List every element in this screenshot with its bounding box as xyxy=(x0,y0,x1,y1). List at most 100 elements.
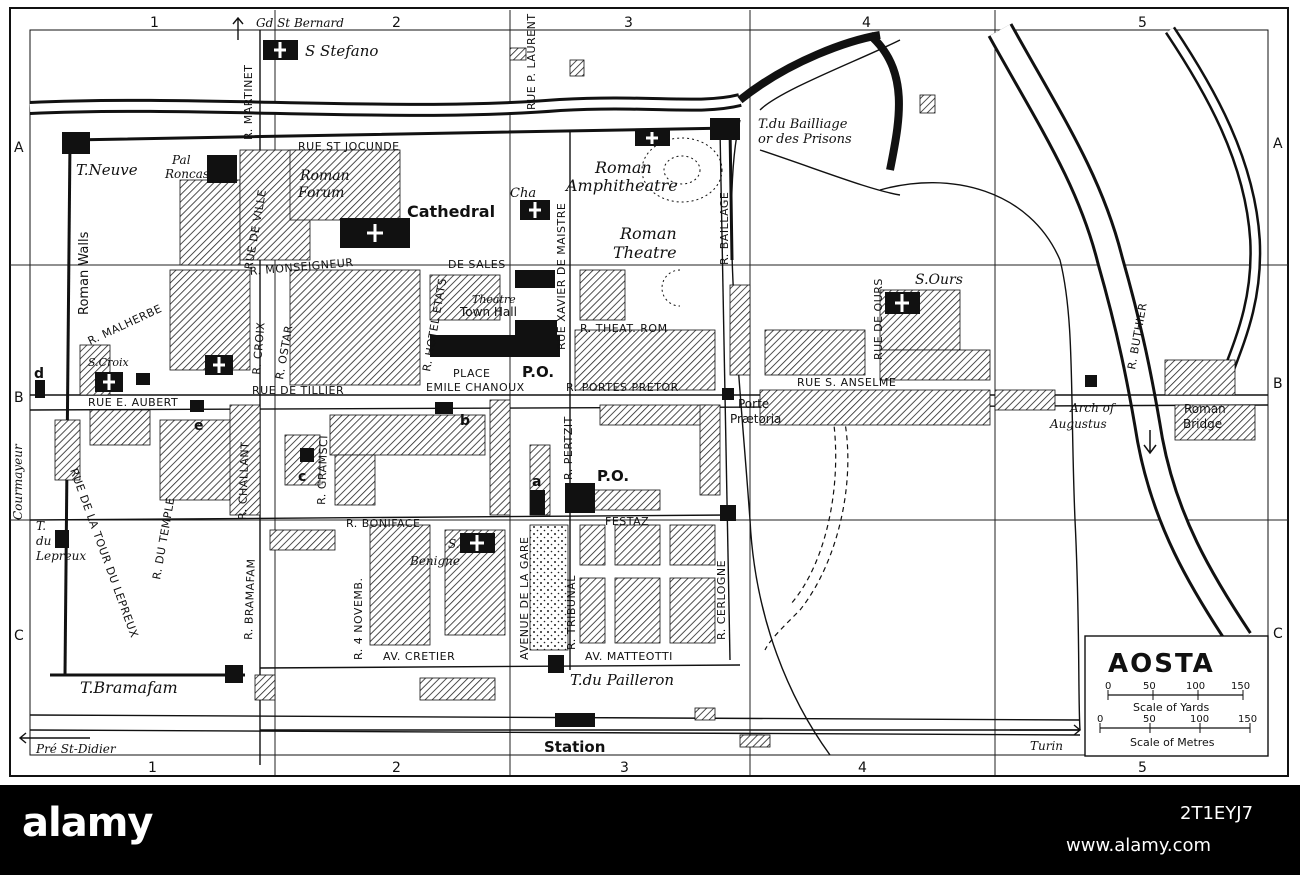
credit-site: www.alamy.com xyxy=(1066,835,1212,856)
yard-tick-150: 150 xyxy=(1231,681,1250,692)
label-pretoria: Prætoria xyxy=(730,412,781,426)
label-s-benigne-2: Benigne xyxy=(409,554,460,568)
label-roman-theatre-2: Theatre xyxy=(613,243,677,262)
street-r-gramsci: R. GRAMSCI xyxy=(315,435,330,505)
street-r-martinet: R. MARTINET xyxy=(242,65,255,140)
label-t-lepreux-3: Lepreux xyxy=(35,549,86,563)
aosta-map: 1 2 3 4 5 1 2 3 4 5 A B C A B C S Stefan… xyxy=(9,7,1289,777)
label-s-croix: S.Croix xyxy=(88,356,129,369)
watermark-bar xyxy=(0,785,1300,875)
street-avenue-de-la-gare: AVENUE DE LA GARE xyxy=(518,537,531,660)
river-buthier xyxy=(987,23,1262,648)
label-turin: Turin xyxy=(1030,739,1063,753)
label-t-bailliage-1: T.du Bailliage xyxy=(758,117,848,132)
arrow-west xyxy=(18,732,90,744)
amphitheatre-inner xyxy=(663,155,701,185)
metre-tick-0: 0 xyxy=(1097,714,1103,725)
col-label-4: 4 xyxy=(862,15,871,31)
street-festaz: FESTAZ xyxy=(605,515,649,528)
street-rue-st-jocunde: RUE ST JOCUNDE xyxy=(298,140,400,153)
street-rue-de-tillier: RUE DE TILLIER xyxy=(252,384,344,397)
yard-tick-50: 50 xyxy=(1143,681,1156,692)
street-r-bramafam: R. BRAMAFAM xyxy=(242,558,258,640)
label-cathedral: Cathedral xyxy=(407,202,495,221)
row-label-a-right: A xyxy=(1273,136,1283,152)
label-c: c xyxy=(298,469,306,485)
label-roman-walls: Roman Walls xyxy=(77,231,92,315)
label-roman-forum-2: Forum xyxy=(297,185,344,201)
image-id: 2T1EYJ7 xyxy=(1180,803,1254,824)
amphitheatre-outline xyxy=(641,137,723,203)
street-r-challant: R. CHALLANT xyxy=(236,441,252,520)
river-north xyxy=(29,31,903,171)
label-t-pailleron: T.du Pailleron xyxy=(570,671,674,689)
street-rue-p-laurent: RUE P. LAURENT xyxy=(525,13,538,110)
public-garden xyxy=(529,524,569,651)
label-roman-bridge-2: Bridge xyxy=(1183,417,1222,431)
street-emile-chanoux: EMILE CHANOUX xyxy=(426,381,525,394)
label-po-1: P.O. xyxy=(522,363,554,381)
street-r-cerlogne: R. CERLOGNE xyxy=(715,560,728,640)
label-roman-bridge-1: Roman xyxy=(1184,402,1226,416)
label-t-lepreux-2: du xyxy=(36,534,51,548)
label-roncas: Roncas xyxy=(164,167,209,181)
street-r-croix: R. CROIX xyxy=(250,321,268,375)
label-gd-st-bernard: Gd St Bernard xyxy=(256,16,344,30)
street-rue-xavier-de-maistre: RUE XAVIER DE MAISTRE xyxy=(555,203,568,350)
col-label-5-bottom: 5 xyxy=(1138,760,1147,776)
church-markers xyxy=(95,40,920,553)
street-rue-s-anselme: RUE S. ANSELME xyxy=(797,376,896,389)
street-rue-e-aubert: RUE E. AUBERT xyxy=(88,396,178,409)
row-label-c-left: C xyxy=(14,628,24,644)
label-d: d xyxy=(34,366,44,382)
street-r-pertzit: R. PERTZIT xyxy=(562,416,575,480)
building-blocks xyxy=(54,47,1256,748)
street-r-tribunal: R. TRIBUNAL xyxy=(565,575,578,650)
label-po-2: P.O. xyxy=(597,467,629,485)
row-label-b-right: B xyxy=(1273,376,1283,392)
label-b: b xyxy=(460,413,470,429)
label-town-hall: Town Hall xyxy=(459,305,517,319)
scale-yards-label: Scale of Yards xyxy=(1133,701,1209,714)
arrow-north xyxy=(232,16,244,40)
label-augustus: Augustus xyxy=(1049,417,1107,431)
street-r-boniface: R. BONIFACE xyxy=(346,517,421,530)
label-station: Station xyxy=(544,738,605,756)
label-courmayeur: Courmayeur xyxy=(11,443,25,520)
street-r-baillage: R. BAILLAGE xyxy=(718,192,731,265)
metre-tick-100: 100 xyxy=(1190,714,1209,725)
col-label-4-bottom: 4 xyxy=(858,760,867,776)
col-label-2: 2 xyxy=(392,15,401,31)
label-s-stefano: S Stefano xyxy=(305,42,378,60)
street-av-cretier: AV. CRETIER xyxy=(383,650,455,663)
col-label-1: 1 xyxy=(150,15,159,31)
street-r-theat-rom: R. THEAT. ROM xyxy=(580,322,668,335)
yard-tick-100: 100 xyxy=(1186,681,1205,692)
street-place: PLACE xyxy=(453,367,490,380)
label-theatre: Theatre xyxy=(472,293,516,306)
row-label-c-right: C xyxy=(1273,626,1283,642)
label-t-bramafam: T.Bramafam xyxy=(80,678,178,697)
col-label-3: 3 xyxy=(624,15,633,31)
label-arch-of: Arch of xyxy=(1069,401,1117,415)
landmark-labels: S Stefano Gd St Bernard T.Neuve Pal Ronc… xyxy=(11,16,1226,756)
map-inner-border xyxy=(29,29,1269,756)
scale-metres-label: Scale of Metres xyxy=(1130,736,1215,749)
map-canvas: 1 2 3 4 5 1 2 3 4 5 A B C A B C S Stefan… xyxy=(9,7,1289,777)
metre-tick-50: 50 xyxy=(1143,714,1156,725)
label-porte: Porte xyxy=(738,397,769,411)
label-s-ours: S.Ours xyxy=(915,272,963,288)
col-label-2-bottom: 2 xyxy=(392,760,401,776)
label-roman-amph-1: Roman xyxy=(594,158,652,177)
label-cha: Cha xyxy=(510,186,536,201)
col-label-3-bottom: 3 xyxy=(620,760,629,776)
label-e: e xyxy=(194,418,204,434)
label-roman-amph-2: Amphitheatre xyxy=(564,176,678,195)
row-label-a-left: A xyxy=(14,140,24,156)
railway-dashed xyxy=(764,399,849,651)
street-r-4-novembre: R. 4 NOVEMB. xyxy=(352,578,365,660)
arrow-east xyxy=(1010,724,1082,736)
metre-tick-150: 150 xyxy=(1238,714,1257,725)
street-av-matteotti: AV. MATTEOTTI xyxy=(585,650,673,663)
row-label-b-left: B xyxy=(14,390,24,406)
